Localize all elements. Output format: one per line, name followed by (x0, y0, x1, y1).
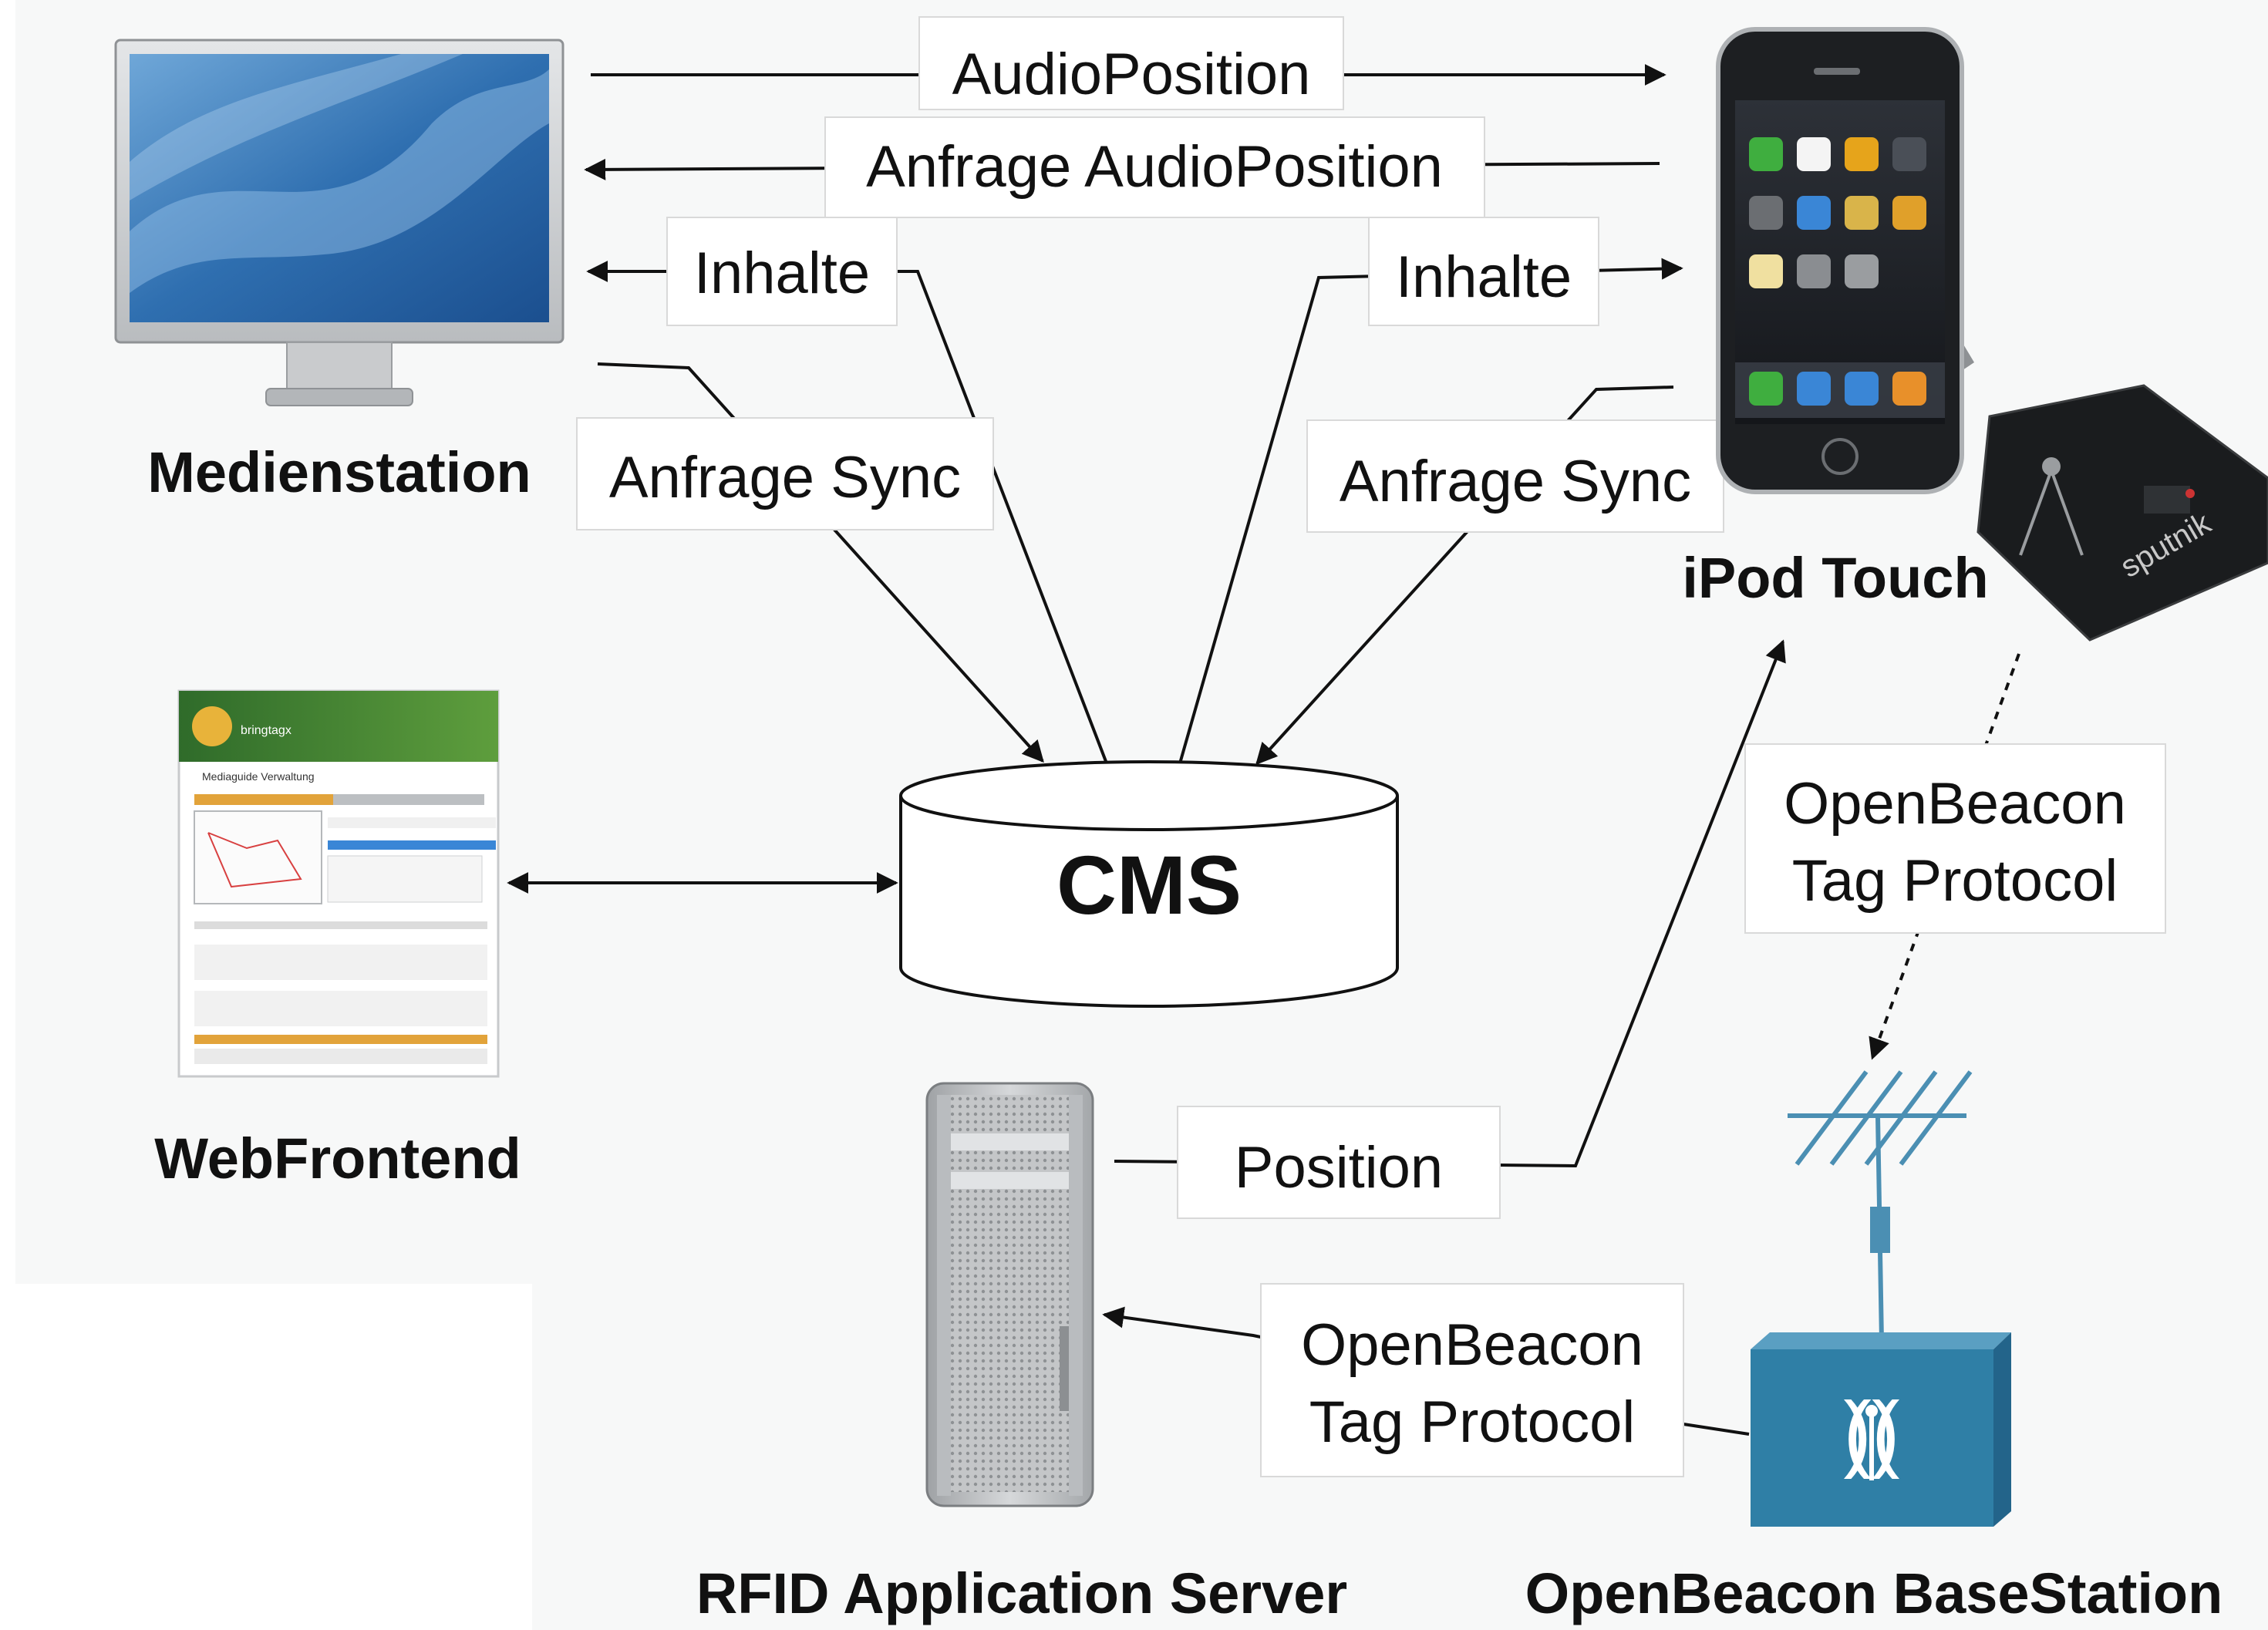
svg-text:OpenBeacon: OpenBeacon (1301, 1312, 1643, 1378)
svg-text:Position: Position (1235, 1135, 1443, 1201)
app-grid (1735, 137, 1945, 418)
antenna-icon (1788, 1070, 1973, 1342)
svg-text:Tag Protocol: Tag Protocol (1309, 1389, 1635, 1455)
svg-text:bringtagx: bringtagx (241, 724, 292, 737)
edge-anfrage-sync-right (1255, 386, 1674, 766)
rfid-tag-icon: sputnik (1924, 324, 2268, 642)
node-label-ipod: iPod Touch (1682, 546, 1988, 610)
label-tag-protocol-upper: OpenBeacon Tag Protocol (1744, 743, 2166, 934)
svg-text:Inhalte: Inhalte (694, 241, 870, 306)
svg-text:Mediaguide Verwaltung: Mediaguide Verwaltung (202, 770, 315, 783)
node-label-rfid-server: RFID Application Server (696, 1561, 1347, 1625)
svg-text:Tag Protocol: Tag Protocol (1792, 848, 2118, 914)
svg-text:Anfrage AudioPosition: Anfrage AudioPosition (866, 134, 1443, 200)
ipod-icon (1716, 27, 1964, 494)
label-anfrage-sync-right: Anfrage Sync (1306, 419, 1724, 533)
label-tag-protocol-lower: OpenBeacon Tag Protocol (1260, 1283, 1684, 1477)
edge-anfrage-sync-left (597, 362, 1044, 763)
label-anfrage-sync-left: Anfrage Sync (576, 417, 994, 530)
svg-text:Anfrage Sync: Anfrage Sync (1340, 449, 1691, 514)
svg-text:AudioPosition: AudioPosition (952, 42, 1311, 107)
label-inhalte-left: Inhalte (666, 217, 898, 326)
node-label-webfrontend: WebFrontend (154, 1127, 521, 1191)
label-inhalte-right: Inhalte (1368, 217, 1599, 326)
cms-database: CMS (899, 760, 1399, 1008)
label-audio-position: AudioPosition (918, 16, 1344, 110)
svg-text:CMS: CMS (1056, 838, 1242, 931)
svg-text:OpenBeacon: OpenBeacon (1784, 771, 2126, 837)
label-position: Position (1177, 1106, 1501, 1219)
monitor-icon (114, 39, 564, 406)
edge-tag-protocol-upper (1869, 653, 2020, 1060)
label-anfrage-audio-position: Anfrage AudioPosition (824, 116, 1485, 218)
node-label-basestation: OpenBeacon BaseStation (1525, 1561, 2223, 1625)
basestation-icon: (( )) (1751, 1332, 2011, 1527)
node-label-medienstation: Medienstation (147, 440, 531, 504)
webfrontend-screenshot-icon: bringtagx Mediaguide Verwaltung (177, 689, 500, 1078)
svg-text:Inhalte: Inhalte (1396, 244, 1572, 310)
svg-text:Anfrage Sync: Anfrage Sync (609, 445, 961, 510)
server-tower-icon (925, 1082, 1094, 1507)
